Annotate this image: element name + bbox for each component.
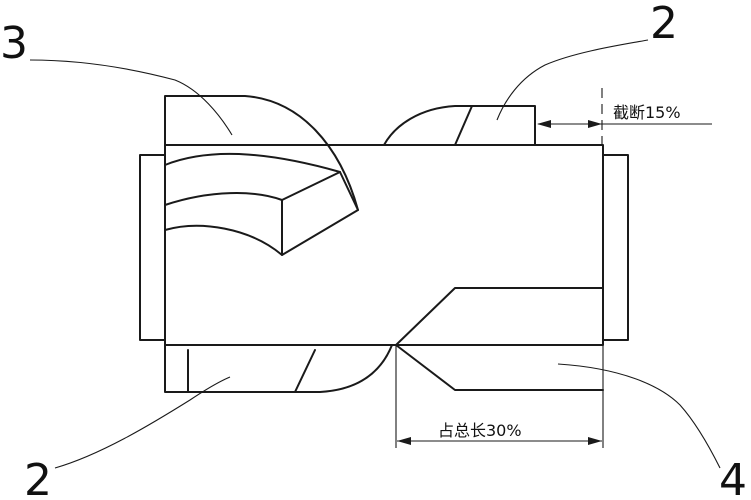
dimension-truncation: 截断15% (537, 88, 712, 145)
part-4-chamfer-slot (395, 287, 604, 391)
truncation-arrow-right (588, 120, 602, 128)
truncation-label: 截断15% (613, 103, 681, 122)
leader-part-4 (557, 363, 721, 469)
part-2-top-outline (383, 105, 536, 146)
part-3-front-face (281, 171, 359, 256)
part-3-inner-edge (164, 192, 283, 206)
callout-part-2-top: 2 (650, 0, 678, 49)
length-arrow-right (588, 437, 602, 445)
part-2-top-bevel (454, 105, 473, 146)
callout-part-4: 4 (719, 455, 747, 500)
callout-part-3: 3 (0, 18, 28, 69)
leader-part-2-bottom (54, 376, 231, 469)
dimension-length-share: 占总长30% (395, 345, 604, 448)
length-share-label: 占总长30% (438, 421, 522, 440)
callout-part-2-bottom: 2 (24, 455, 52, 500)
leader-part-3 (29, 59, 233, 136)
part-2-bottom-outline (164, 344, 393, 393)
truncation-arrow-left (537, 120, 551, 128)
part-2-bottom-blade (164, 344, 393, 393)
part-3-curved-feature (164, 95, 359, 256)
right-end-cap (602, 154, 629, 341)
part-4-outline (395, 287, 604, 391)
part-3-outer-profile (164, 95, 359, 211)
left-end-cap (139, 154, 166, 341)
part-2-bottom-bevel (294, 349, 316, 393)
length-arrow-left (397, 437, 411, 445)
leader-part-2-top (496, 39, 649, 121)
leader-lines (29, 39, 721, 469)
main-block-outline (164, 144, 604, 346)
part-3-upper-arc (164, 153, 341, 173)
main-body (139, 144, 629, 346)
part-2-top-blade (383, 105, 536, 146)
part-3-lower-arc (164, 224, 283, 256)
